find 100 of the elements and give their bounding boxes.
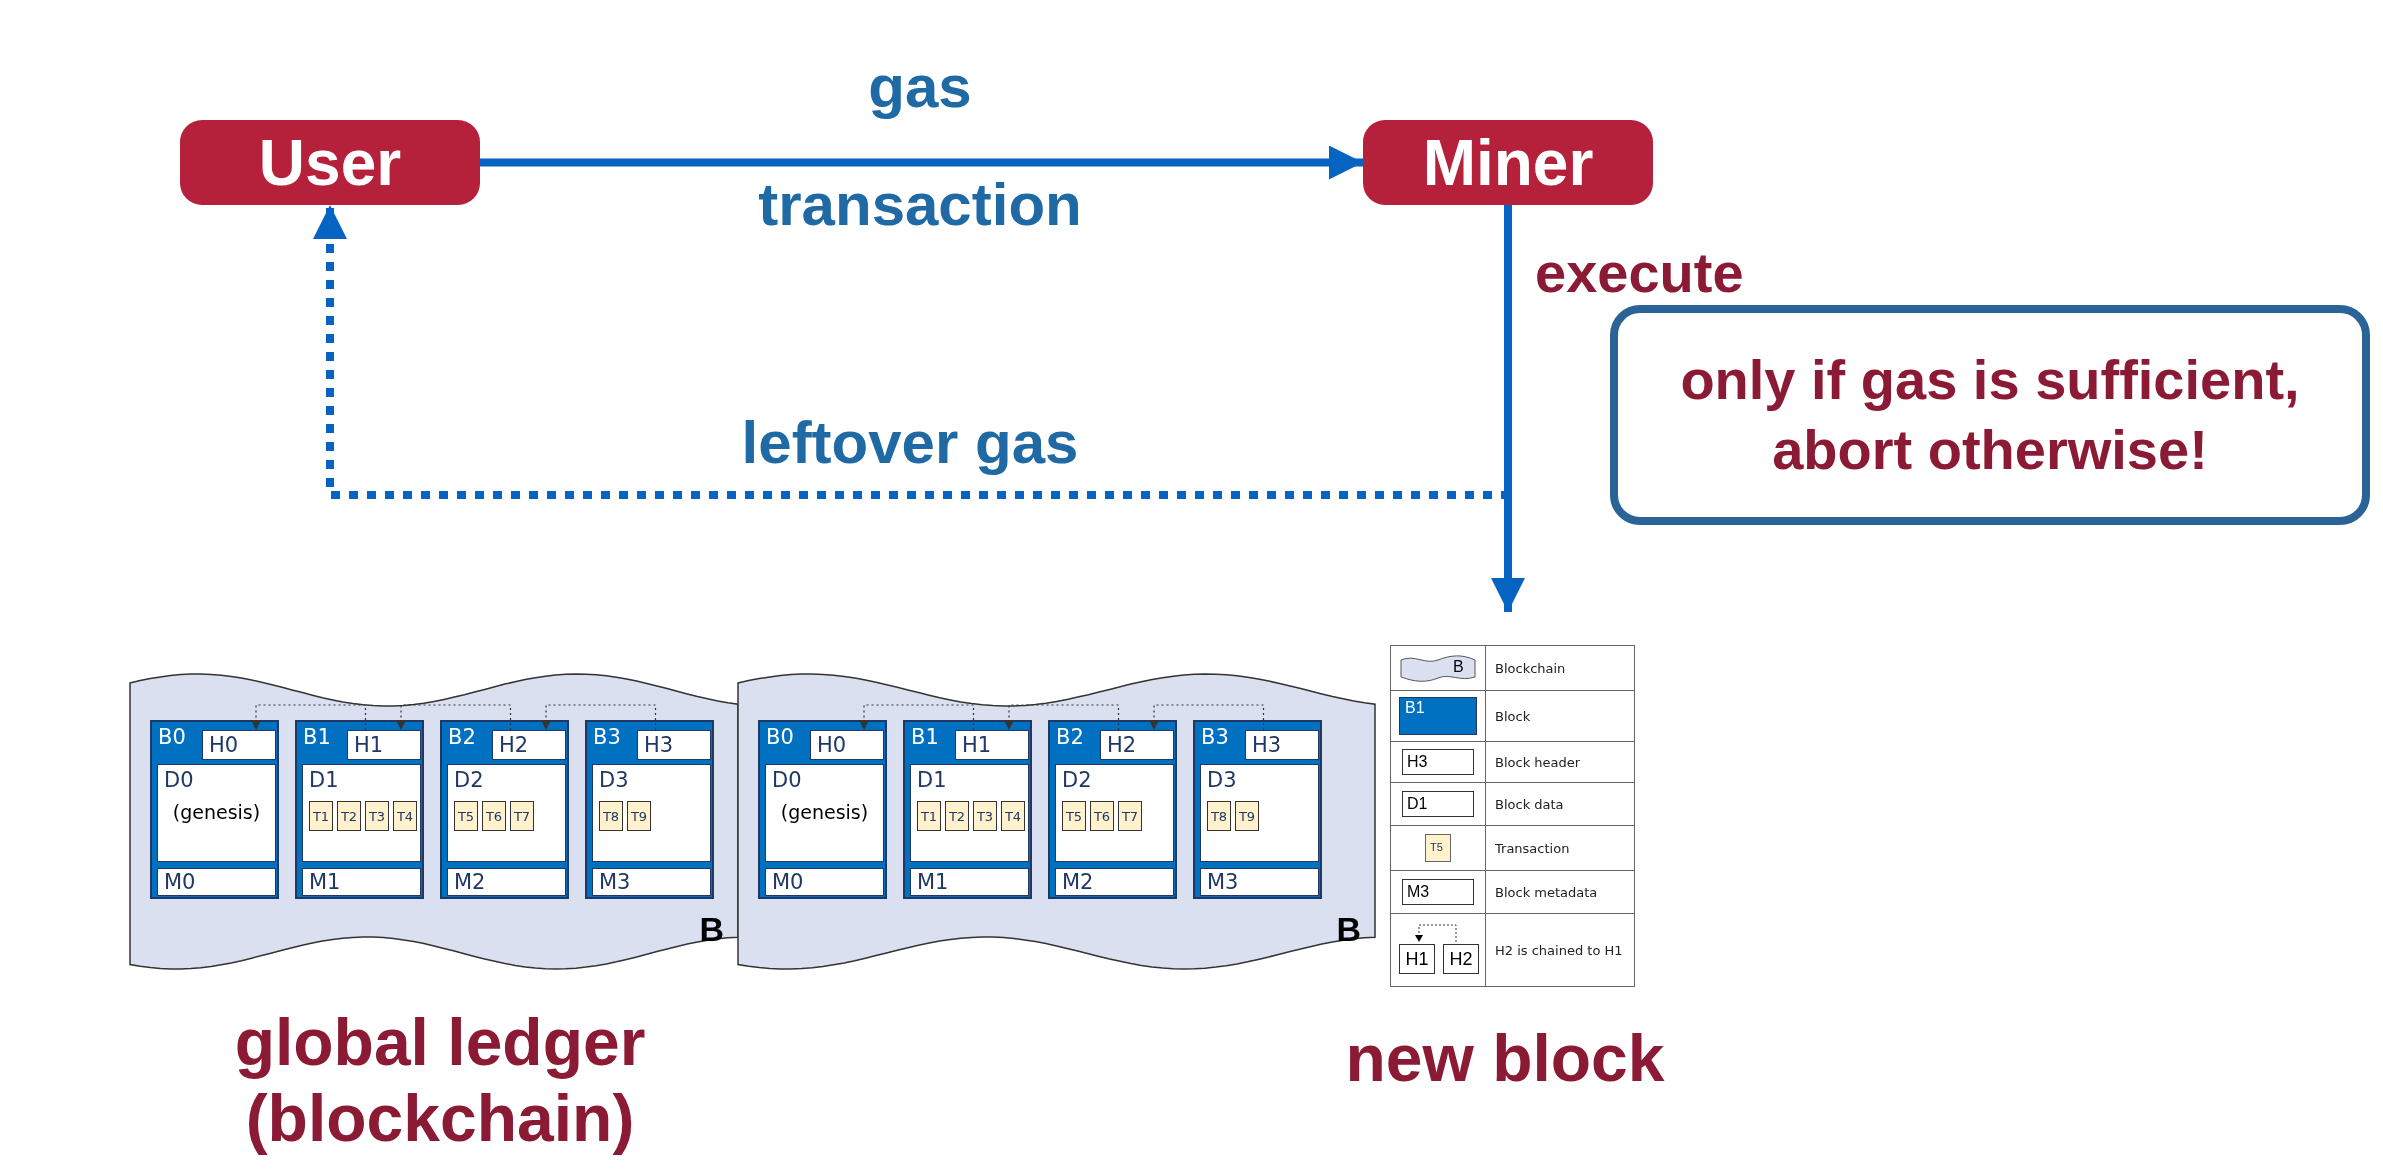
transaction-box: T4 [393,801,417,831]
legend-text: Block data [1495,796,1564,812]
block-label: B0 [766,725,794,749]
transaction-box: T8 [599,801,623,831]
header-box: H1 [347,730,421,760]
chain-arrow [541,704,657,731]
genesis-note: (genesis) [779,801,870,823]
block-box [903,720,1032,899]
transaction-box: T3 [365,801,389,831]
metadata-box: M1 [302,868,421,896]
transaction-box: T6 [1090,801,1114,831]
band-label: B [1453,658,1464,676]
legend-text: Block [1495,708,1531,724]
caption-text: global ledger (blockchain) [233,1005,647,1157]
transaction-box: T2 [337,801,361,831]
legend-text: Blockchain [1495,660,1566,676]
header-box: H0 [202,730,276,760]
block-label: B0 [158,725,186,749]
block-box [758,720,887,899]
block-box [295,720,424,899]
data-box [910,764,1029,862]
metadata-box: M1 [910,868,1029,896]
header-box: H2 [1100,730,1174,760]
note-box: only if gas is sufficient, abort otherwise! [1610,305,2370,525]
transaction-box: T9 [627,801,651,831]
transaction-box: T8 [1207,801,1231,831]
sample-label: B1 [1405,699,1425,717]
sample-box: H3 [1402,749,1474,775]
data-box [1055,764,1174,862]
chain-arrow [1004,704,1120,731]
chain-arrow [396,704,512,731]
sample-label: T5 [1430,841,1443,853]
block-box [1193,720,1322,899]
block-box [585,720,714,899]
caption-text: new block [1344,1020,1666,1096]
data-box [302,764,421,862]
block-box [150,720,279,899]
arrow-caption: transaction [757,170,1083,239]
header-box: H3 [1245,730,1319,760]
transaction-box: T1 [309,801,333,831]
data-label: D1 [309,768,339,792]
data-label: D1 [917,768,947,792]
legend-text: H2 is chained to H1 [1495,942,1623,958]
arrow [480,145,1363,180]
data-box [592,764,711,862]
block-label: B2 [448,725,476,749]
chain-arrow [1149,704,1265,731]
data-box [1200,764,1319,862]
data-label: D0 [772,768,802,792]
edge-label: execute [1535,240,1744,305]
block-label: B2 [1056,725,1084,749]
transaction-box: T9 [1235,801,1259,831]
data-label: D2 [454,768,484,792]
metadata-box: M3 [1200,868,1319,896]
transaction-box: T7 [1118,801,1142,831]
legend-text: Transaction [1495,840,1570,856]
block-label: B1 [303,725,331,749]
legend-text: Block header [1495,754,1581,770]
header-box: H3 [637,730,711,760]
genesis-note: (genesis) [171,801,262,823]
chain-arrow [859,704,975,731]
sample-box: M3 [1402,879,1474,905]
transaction-box: T5 [454,801,478,831]
edge-label: gas [867,52,973,121]
transaction-box: T2 [945,801,969,831]
band-label: B [1336,910,1361,949]
data-label: D2 [1062,768,1092,792]
transaction-box: T5 [1062,801,1086,831]
header-box: H2 [492,730,566,760]
edge-label: leftover gas [740,408,1080,477]
data-label: D0 [164,768,194,792]
chain-arrow [251,704,367,731]
sample-box: D1 [1402,791,1474,817]
block-label: B3 [1201,725,1229,749]
data-label: D3 [599,768,629,792]
metadata-box: M0 [157,868,276,896]
data-box [447,764,566,862]
metadata-box: M2 [447,868,566,896]
metadata-box: M0 [765,868,884,896]
block-box [440,720,569,899]
block-label: B3 [593,725,621,749]
block-label: B1 [911,725,939,749]
actor-box: Miner [1363,120,1653,205]
legend-text: Block metadata [1495,884,1598,900]
metadata-box: M3 [592,868,711,896]
transaction-box: T1 [917,801,941,831]
metadata-box: M2 [1055,868,1174,896]
header-box: H1 [955,730,1029,760]
actor-box: User [180,120,480,205]
data-label: D3 [1207,768,1237,792]
transaction-box: T3 [973,801,997,831]
header-box: H0 [810,730,884,760]
transaction-box: T4 [1001,801,1025,831]
transaction-box: T6 [482,801,506,831]
transaction-box: T7 [510,801,534,831]
sample-box: H1 [1399,944,1435,974]
sample-box: H2 [1443,944,1479,974]
block-box [1048,720,1177,899]
data-box [157,764,276,862]
band-label: B [699,910,724,949]
